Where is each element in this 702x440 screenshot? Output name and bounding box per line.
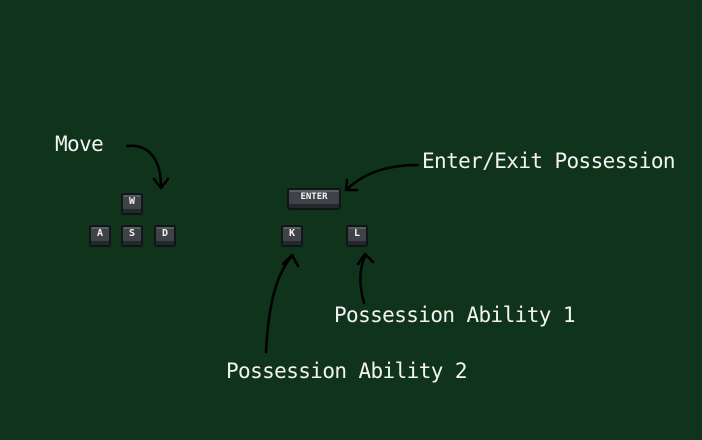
key-d: D (154, 225, 176, 247)
key-l: L (346, 225, 368, 247)
key-a: A (89, 225, 111, 247)
ability-2-arrowhead-icon (281, 253, 300, 268)
enter-arrowhead-icon (344, 178, 359, 192)
enter-exit-label: Enter/Exit Possession (422, 149, 676, 173)
key-k: K (281, 225, 303, 247)
ability-1-arrow-icon (359, 254, 367, 305)
key-s: S (121, 225, 143, 247)
ability-1-label: Possession Ability 1 (334, 303, 575, 327)
move-arrow-icon (125, 144, 163, 189)
move-arrowhead-icon (152, 177, 170, 190)
ability-1-arrowhead-icon (356, 252, 375, 266)
move-label: Move (55, 132, 104, 156)
key-enter: ENTER (287, 188, 341, 210)
ability-2-label: Possession Ability 2 (226, 359, 467, 383)
ability-2-arrow-icon (264, 254, 294, 354)
enter-arrow-icon (345, 163, 420, 191)
key-w: W (121, 193, 143, 215)
